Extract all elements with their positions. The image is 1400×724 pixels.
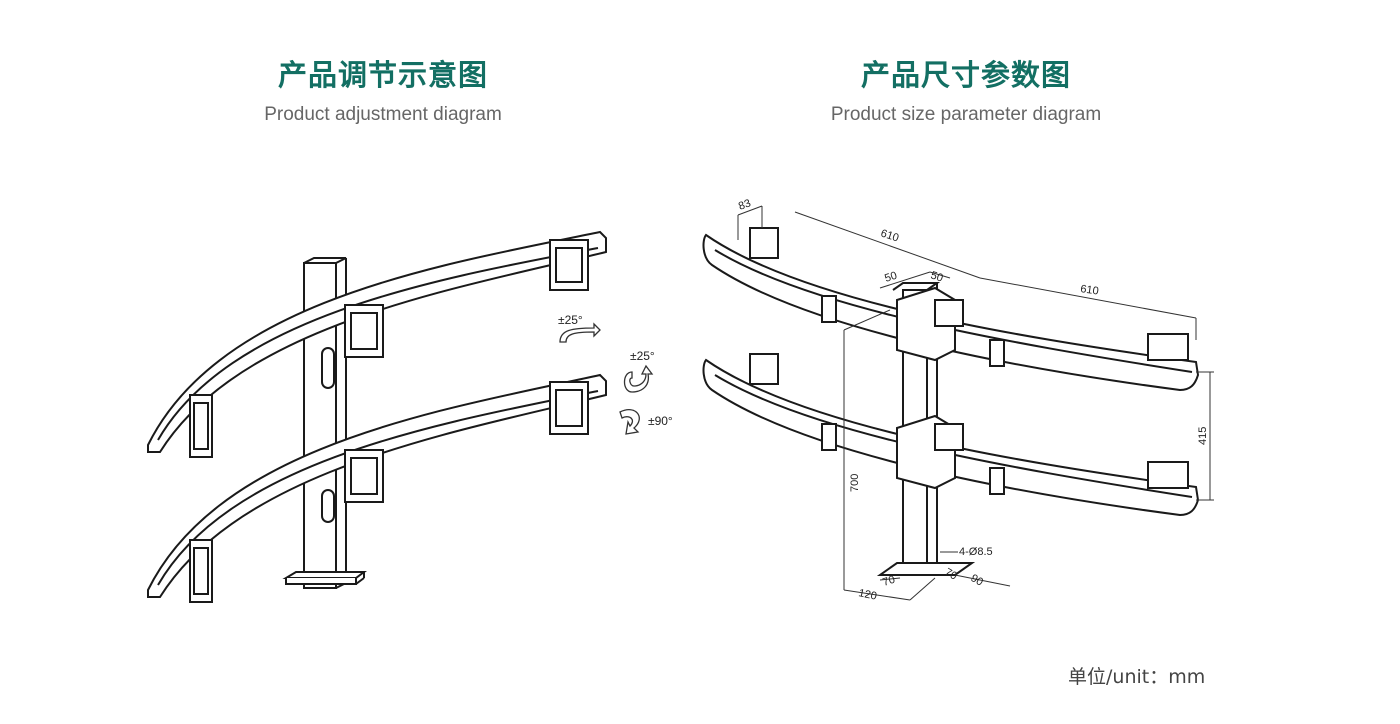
dim-pole-b: 50 — [929, 269, 944, 284]
dimension-lines — [737, 205, 1214, 601]
dim-arm-left: 610 — [879, 227, 900, 244]
unit-note: 单位/unit：mm — [1068, 666, 1206, 688]
size-vesa-lower-right — [1147, 461, 1189, 489]
size-base-plate — [876, 562, 976, 576]
clamp-lower-left — [821, 423, 837, 451]
vesa-plate-lower-left — [189, 539, 213, 603]
base-plate — [282, 571, 367, 585]
size-illustration — [702, 227, 1200, 576]
dim-base-depth: 90 — [969, 572, 986, 589]
vesa-plate-upper-right — [549, 239, 589, 291]
dim-base-b: 70 — [943, 566, 960, 583]
size-vesa-lower-left — [749, 353, 779, 385]
tilt-side-label: ±25° — [630, 349, 655, 363]
clamp-upper-left — [821, 295, 837, 323]
dim-arm-right: 610 — [1080, 283, 1100, 297]
vesa-plate-upper-left — [189, 394, 213, 458]
vesa-plate-upper-middle — [344, 304, 384, 358]
size-vesa-upper-right — [1147, 333, 1189, 361]
dim-arm-spacing: 415 — [1197, 427, 1209, 445]
adjustment-diagram-subtitle: Product adjustment diagram — [264, 104, 502, 125]
vesa-plate-lower-right — [549, 381, 589, 435]
dim-base-a: 70 — [881, 574, 896, 589]
size-vesa-upper-left — [749, 227, 779, 259]
tilt-side-arrow-icon — [623, 364, 654, 393]
size-vesa-lower-middle — [934, 423, 964, 451]
rotate-label: ±90° — [648, 414, 673, 428]
size-vesa-upper-middle — [934, 299, 964, 327]
vesa-plate-lower-middle — [344, 449, 384, 503]
dim-hole: 4-Ø8.5 — [959, 546, 993, 558]
adjustment-illustration — [147, 230, 607, 603]
clamp-lower-right — [989, 467, 1005, 495]
dim-pole-a: 50 — [883, 270, 898, 285]
size-diagram-subtitle: Product size parameter diagram — [830, 104, 1102, 125]
size-diagram-title: 产品尺寸参数图 — [860, 58, 1071, 92]
dim-height: 700 — [849, 474, 861, 492]
clamp-upper-right — [989, 339, 1005, 367]
tilt-top-arrow-icon — [559, 322, 601, 343]
tilt-top-label: ±25° — [558, 313, 583, 327]
rotate-arrow-icon — [619, 409, 640, 435]
adjustment-diagram-title: 产品调节示意图 — [277, 58, 488, 92]
dim-vesa-width: 83 — [737, 197, 753, 212]
rotation-arrows — [559, 322, 654, 435]
dim-base-width: 120 — [857, 587, 877, 603]
pole — [303, 257, 347, 589]
